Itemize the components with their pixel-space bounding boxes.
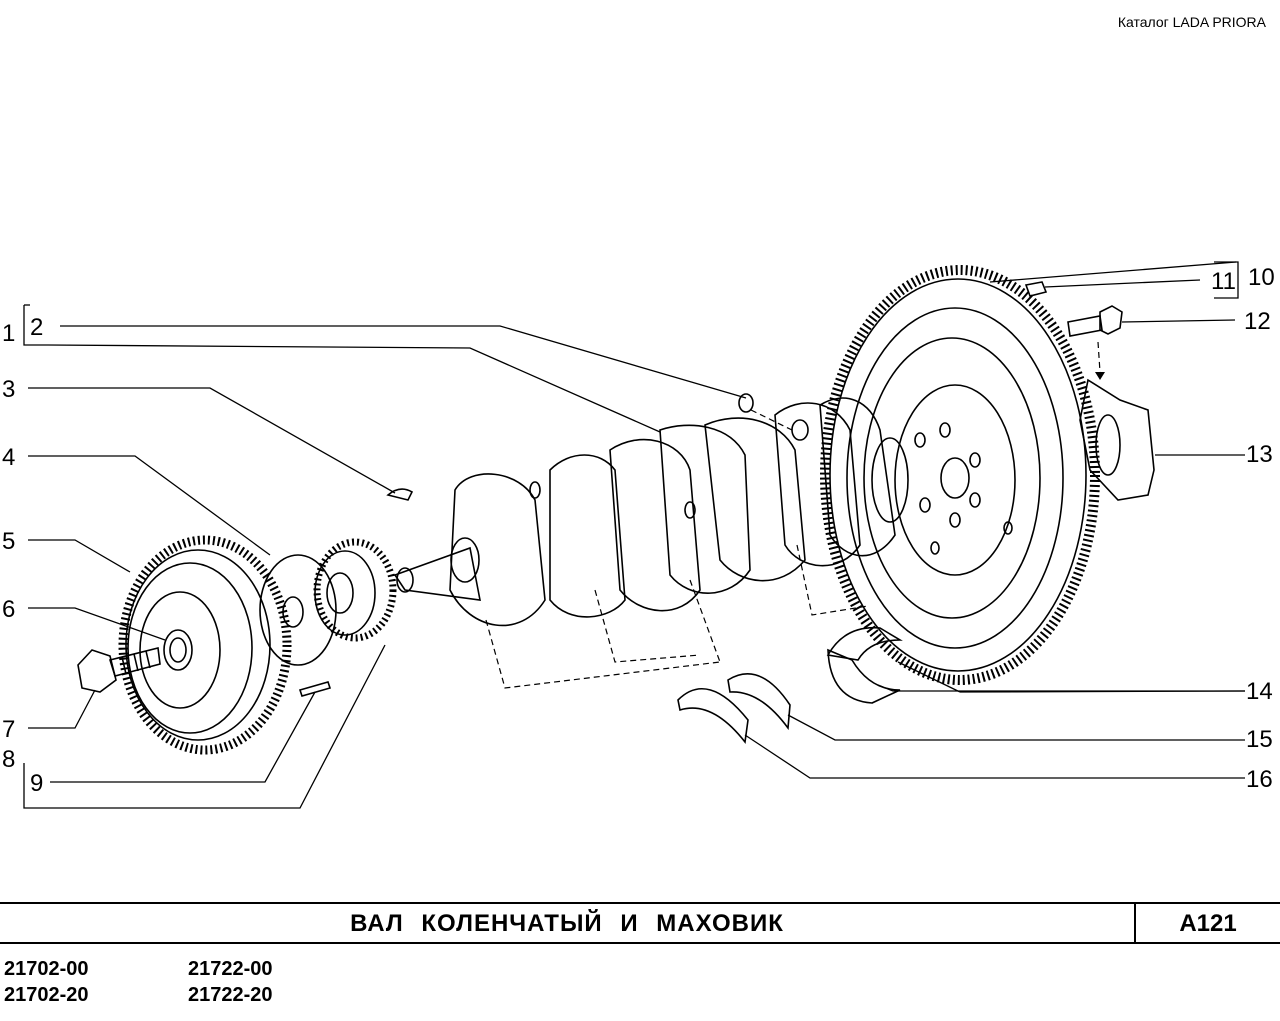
leader-lines — [23, 261, 1246, 809]
callout-10: 10 — [1248, 264, 1275, 291]
callout-16: 16 — [1246, 766, 1273, 793]
model-code: 21722-20 — [188, 984, 273, 1006]
timing-gear — [313, 538, 397, 642]
callout-9: 9 — [30, 770, 44, 797]
crankshaft-flywheel-diagram — [23, 261, 1246, 809]
flywheel-dowel — [1024, 281, 1048, 297]
catalog-header: Каталог LADA PRIORA — [1117, 14, 1266, 30]
callout-15: 15 — [1246, 726, 1273, 753]
thrust-half-washer-lower — [677, 688, 749, 744]
callout-7: 7 — [2, 716, 16, 743]
crankshaft — [393, 397, 909, 627]
model-code: 21722-00 — [188, 958, 273, 980]
thrust-washer — [259, 554, 337, 666]
page-code: А121 — [1179, 910, 1237, 937]
crankshaft-pulley — [118, 535, 292, 755]
model-code: 21702-20 — [4, 984, 89, 1006]
title-bar: ВАЛ КОЛЕНЧАТЫЙ И МАХОВИК А121 — [0, 902, 1280, 944]
callout-8: 8 — [2, 746, 16, 773]
woodruff-key — [386, 488, 414, 501]
callout-12: 12 — [1244, 308, 1271, 335]
pilot-bushing — [738, 393, 754, 413]
assembly-guides — [485, 341, 1101, 689]
callout-1: 1 — [2, 320, 16, 347]
callout-5: 5 — [2, 528, 16, 555]
callout-11: 11 — [1211, 268, 1236, 295]
callout-4: 4 — [2, 444, 16, 471]
main-bearing-shells — [826, 626, 903, 704]
callout-2: 2 — [30, 314, 44, 341]
callout-13: 13 — [1246, 441, 1273, 468]
title-divider — [1134, 904, 1136, 942]
thrust-half-washer-upper — [727, 673, 791, 731]
callout-14: 14 — [1246, 678, 1273, 705]
callout-3: 3 — [2, 376, 16, 403]
flywheel — [820, 265, 1100, 685]
flywheel-washer-plate — [1079, 378, 1155, 501]
callout-6: 6 — [2, 596, 16, 623]
model-code: 21702-00 — [4, 958, 89, 980]
dowel-pin — [298, 681, 332, 697]
flywheel-bolt — [1067, 305, 1123, 337]
pulley-bolt — [77, 647, 161, 693]
page-title: ВАЛ КОЛЕНЧАТЫЙ И МАХОВИК — [350, 910, 784, 937]
